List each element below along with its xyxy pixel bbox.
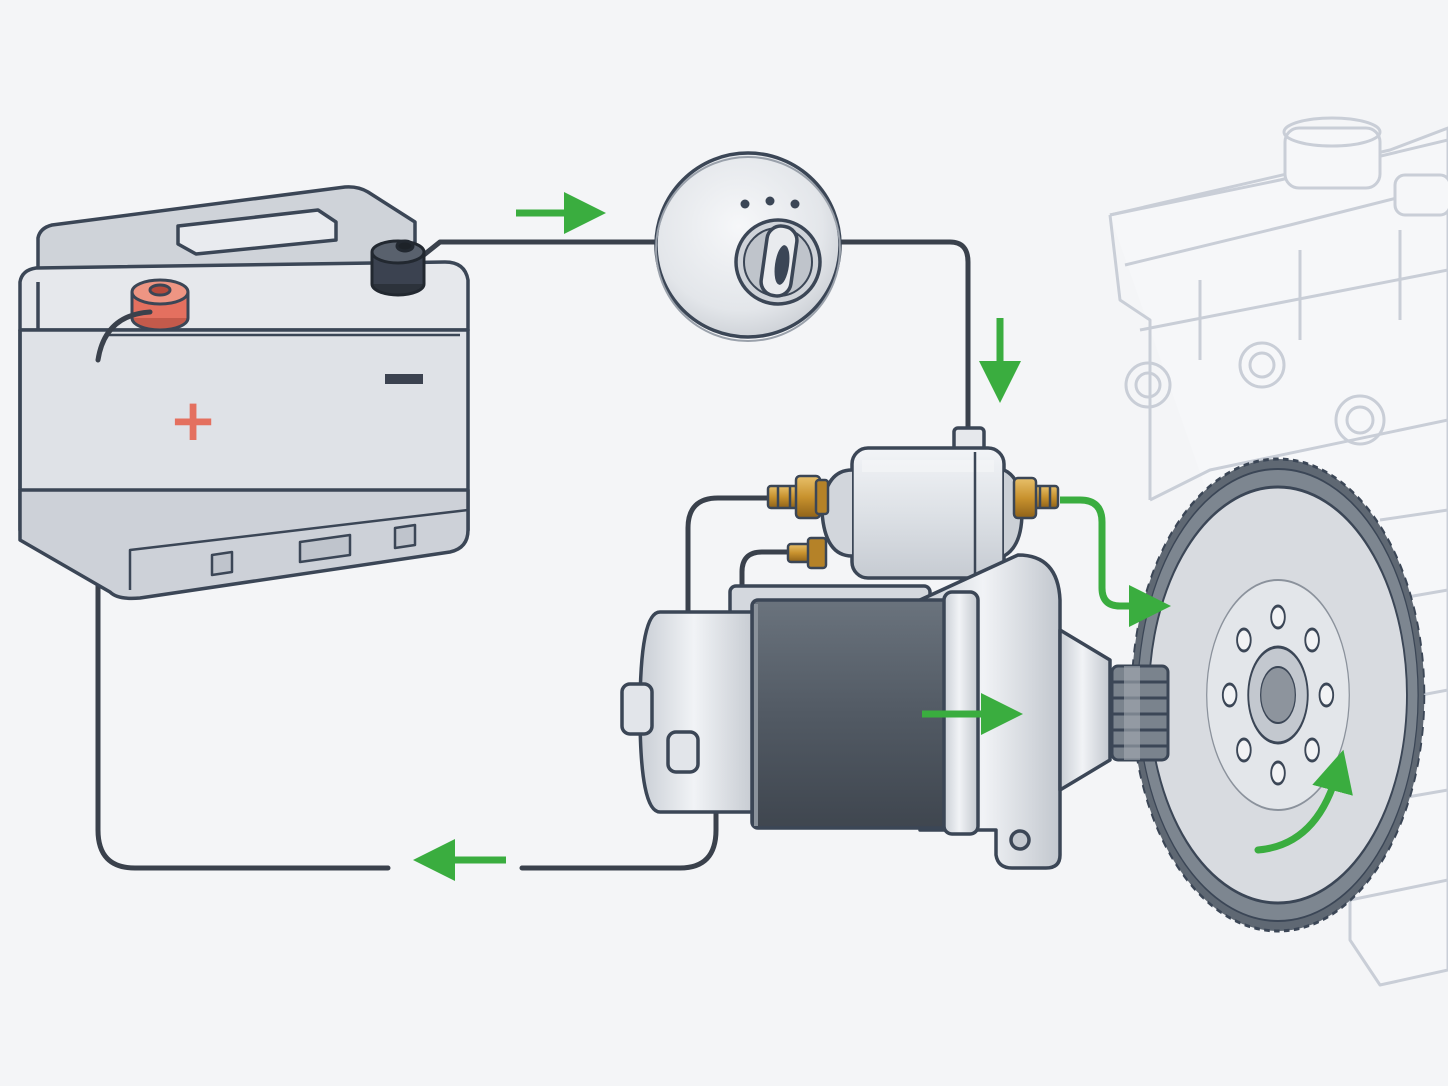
pinion-gear-icon bbox=[1110, 664, 1170, 762]
starter-motor-icon bbox=[620, 553, 1112, 870]
flywheel-icon bbox=[1130, 457, 1426, 933]
battery-negative-symbol bbox=[385, 374, 423, 384]
solenoid-terminal-small bbox=[786, 536, 828, 570]
cable-positive-lead bbox=[95, 309, 153, 363]
rotation-arrow-icon bbox=[1254, 749, 1353, 854]
cable-starter-return bbox=[519, 807, 719, 871]
flow-arrow-icon bbox=[1060, 496, 1171, 627]
cable-solenoid-lead bbox=[739, 549, 795, 595]
battery-icon bbox=[18, 185, 470, 601]
solenoid-terminal-right bbox=[1012, 476, 1060, 520]
cable-battery-to-switch bbox=[412, 239, 663, 265]
cable-solenoid-left bbox=[685, 495, 775, 615]
ignition-switch-icon bbox=[654, 151, 842, 342]
solenoid-icon bbox=[820, 426, 1024, 580]
cable-switch-to-solenoid bbox=[835, 239, 971, 433]
battery-positive-symbol: + bbox=[169, 386, 218, 454]
current-flow-arrows bbox=[413, 192, 1171, 881]
solenoid-terminal-left bbox=[766, 474, 830, 520]
battery-negative-terminal bbox=[370, 239, 426, 297]
battery-positive-terminal bbox=[130, 278, 190, 332]
